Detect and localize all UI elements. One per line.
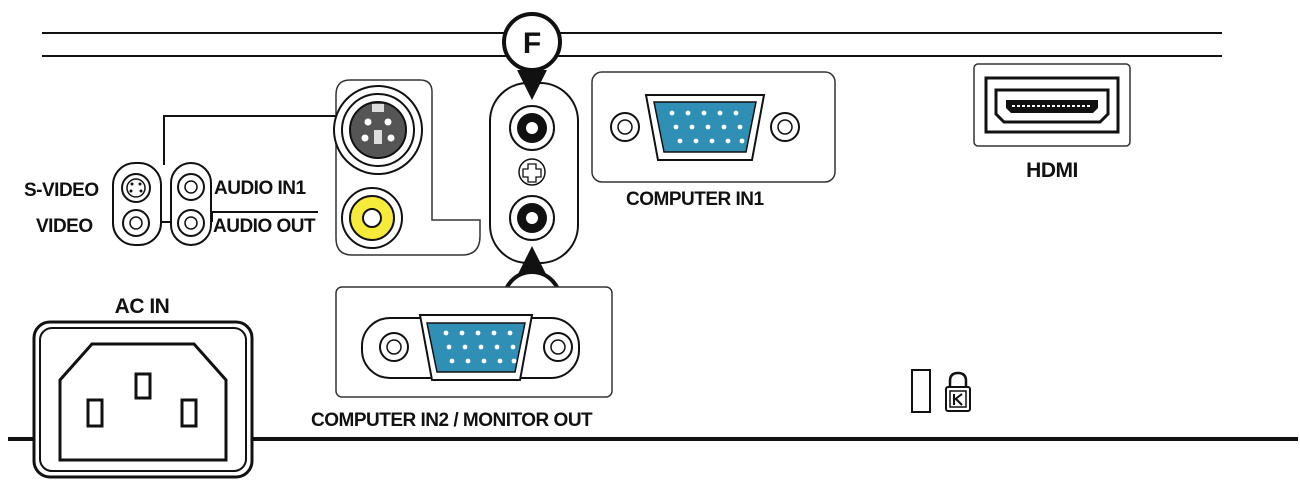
label-ac-in: AC IN (115, 295, 170, 318)
mini-svideo-icon (121, 173, 151, 203)
ac-in-port: AC IN (32, 295, 254, 479)
hdmi-port: HDMI (973, 63, 1131, 182)
label-hdmi: HDMI (1026, 159, 1078, 182)
mini-audio-out-icon (177, 209, 205, 237)
mini-video-icon (122, 209, 150, 237)
label-audio-in1: AUDIO IN1 (214, 178, 307, 199)
connector-key-diagram: S-VIDEO VIDEO AUDIO IN1 AUDIO OUT (24, 115, 340, 246)
video-input-panel (333, 79, 481, 256)
plus-icon (518, 158, 546, 186)
label-audio-out: AUDIO OUT (213, 216, 316, 237)
leader-line (163, 115, 340, 165)
label-s-video: S-VIDEO (24, 180, 99, 201)
kensington-lock-icon (945, 371, 971, 412)
kensington-slot (911, 369, 931, 413)
computer-in1-port: COMPUTER IN1 (591, 71, 836, 210)
label-computer-in1: COMPUTER IN1 (626, 189, 765, 210)
callout-f-label: F (523, 27, 541, 60)
label-video: VIDEO (36, 216, 93, 237)
computer-in2-port: COMPUTER IN2 / MONITOR OUT (311, 286, 613, 431)
label-computer-in2-monitor-out: COMPUTER IN2 / MONITOR OUT (311, 410, 593, 431)
callout-f: F (502, 12, 562, 100)
audio-jack-panel (489, 82, 579, 264)
mini-audio-in-icon (177, 173, 205, 201)
